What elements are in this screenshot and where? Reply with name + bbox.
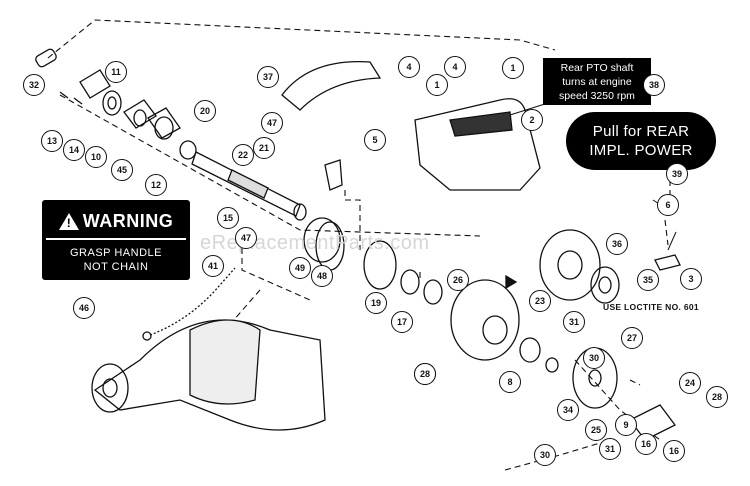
clutch-cover-part bbox=[414, 98, 541, 191]
part-callout-12: 12 bbox=[145, 174, 167, 196]
pull-line: Pull for REAR bbox=[592, 123, 690, 140]
warning-heading-row: ! WARNING bbox=[46, 204, 186, 240]
part-callout-28: 28 bbox=[706, 386, 728, 408]
part-callout-27: 27 bbox=[621, 327, 643, 349]
pull-line: IMPL. POWER bbox=[589, 142, 693, 159]
part-callout-31: 31 bbox=[563, 311, 585, 333]
part-callout-11: 11 bbox=[105, 61, 127, 83]
warning-decal: ! WARNING GRASP HANDLE NOT CHAIN bbox=[42, 200, 190, 280]
pto-line: speed 3250 rpm bbox=[559, 89, 635, 102]
part-callout-39: 39 bbox=[666, 163, 688, 185]
cover-slot bbox=[449, 111, 513, 137]
part-callout-47: 47 bbox=[235, 227, 257, 249]
part-callout-30: 30 bbox=[534, 444, 556, 466]
part-callout-16: 16 bbox=[635, 433, 657, 455]
part-callout-19: 19 bbox=[365, 292, 387, 314]
warning-heading: WARNING bbox=[82, 210, 174, 231]
part-callout-49: 49 bbox=[289, 257, 311, 279]
part-callout-6: 6 bbox=[657, 194, 679, 216]
pto-line: turns at engine bbox=[562, 75, 632, 88]
part-callout-24: 24 bbox=[679, 372, 701, 394]
direction-arrow bbox=[505, 274, 518, 290]
part-callout-35: 35 bbox=[637, 269, 659, 291]
shield-part bbox=[281, 60, 382, 111]
part-callout-26: 26 bbox=[447, 269, 469, 291]
part-callout-1: 1 bbox=[502, 57, 524, 79]
part-callout-46: 46 bbox=[73, 297, 95, 319]
part-callout-16: 16 bbox=[663, 440, 685, 462]
part-callout-30: 30 bbox=[583, 347, 605, 369]
part-callout-37: 37 bbox=[257, 66, 279, 88]
part-callout-21: 21 bbox=[253, 137, 275, 159]
part-callout-3: 3 bbox=[680, 268, 702, 290]
part-callout-10: 10 bbox=[85, 146, 107, 168]
part-callout-48: 48 bbox=[311, 265, 333, 287]
loctite-note: USE LOCTITE NO. 601 bbox=[603, 302, 699, 312]
part-callout-9: 9 bbox=[615, 414, 637, 436]
part-callout-8: 8 bbox=[499, 371, 521, 393]
pulley-assembly bbox=[363, 229, 620, 409]
pto-speed-decal: Rear PTO shaft turns at engine speed 325… bbox=[543, 58, 651, 105]
part-callout-14: 14 bbox=[63, 139, 85, 161]
gearbox-housing bbox=[91, 319, 326, 431]
part-callout-22: 22 bbox=[232, 144, 254, 166]
part-callout-15: 15 bbox=[217, 207, 239, 229]
clip-part bbox=[654, 254, 681, 271]
bracket-part bbox=[324, 159, 343, 191]
part-callout-17: 17 bbox=[391, 311, 413, 333]
warning-triangle-icon: ! bbox=[58, 212, 79, 230]
chain-part bbox=[149, 267, 236, 336]
pto-shaft-assembly bbox=[35, 48, 345, 271]
part-callout-2: 2 bbox=[521, 109, 543, 131]
part-callout-4: 4 bbox=[398, 56, 420, 78]
pull-rear-power-decal: Pull for REAR IMPL. POWER bbox=[566, 112, 716, 170]
watermark-text: eReplacementParts.com bbox=[200, 232, 430, 254]
part-callout-36: 36 bbox=[606, 233, 628, 255]
chain-ring bbox=[142, 331, 152, 341]
part-callout-38: 38 bbox=[643, 74, 665, 96]
warning-line: GRASP HANDLE bbox=[70, 247, 162, 259]
part-callout-34: 34 bbox=[557, 399, 579, 421]
part-callout-23: 23 bbox=[529, 290, 551, 312]
part-callout-25: 25 bbox=[585, 419, 607, 441]
part-callout-4: 4 bbox=[444, 56, 466, 78]
part-callout-20: 20 bbox=[194, 100, 216, 122]
part-callout-13: 13 bbox=[41, 130, 63, 152]
part-callout-31: 31 bbox=[599, 438, 621, 460]
part-callout-5: 5 bbox=[364, 129, 386, 151]
part-callout-45: 45 bbox=[111, 159, 133, 181]
pto-line: Rear PTO shaft bbox=[560, 61, 634, 74]
part-callout-1: 1 bbox=[426, 74, 448, 96]
part-callout-47: 47 bbox=[261, 112, 283, 134]
part-callout-28: 28 bbox=[414, 363, 436, 385]
part-callout-41: 41 bbox=[202, 255, 224, 277]
part-callout-32: 32 bbox=[23, 74, 45, 96]
warning-line: NOT CHAIN bbox=[83, 261, 149, 273]
